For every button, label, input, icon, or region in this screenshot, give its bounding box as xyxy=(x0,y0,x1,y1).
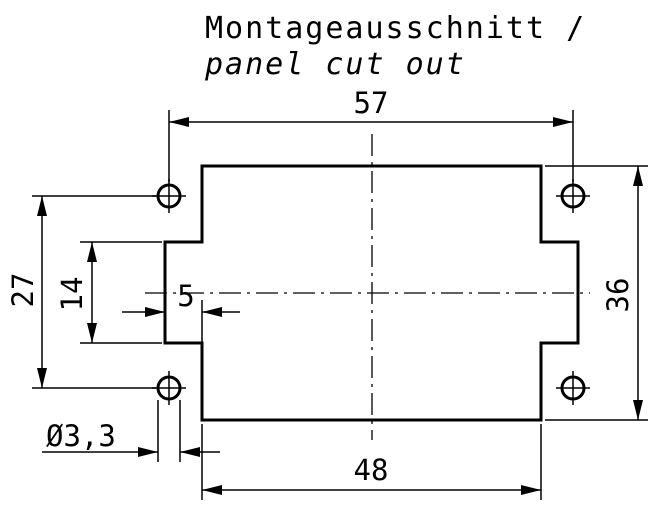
dimension-48-label: 48 xyxy=(354,453,389,487)
title-line-2: panel cut out xyxy=(204,47,466,82)
mounting-hole-bottom-right xyxy=(556,371,590,405)
dimension-14-label: 14 xyxy=(55,277,89,312)
dimension-48 xyxy=(201,424,542,500)
cutout-outline xyxy=(163,164,580,422)
dimension-5 xyxy=(122,300,240,420)
dimension-36 xyxy=(545,165,648,421)
dimension-diameter-label: Ø3,3 xyxy=(46,419,116,453)
title-line-1: Montageausschnitt / xyxy=(205,11,586,46)
dimension-36-label: 36 xyxy=(601,278,635,313)
dimension-14 xyxy=(80,241,162,344)
dimension-57-label: 57 xyxy=(354,86,389,120)
dimension-5-label: 5 xyxy=(177,279,194,313)
dimension-27 xyxy=(32,195,156,389)
dimension-27-label: 27 xyxy=(6,273,40,308)
dimension-57 xyxy=(168,110,574,182)
dimension-diameter xyxy=(42,400,220,462)
mounting-hole-top-left xyxy=(152,179,186,213)
mounting-hole-top-right xyxy=(556,179,590,213)
mounting-hole-bottom-left xyxy=(152,371,186,405)
